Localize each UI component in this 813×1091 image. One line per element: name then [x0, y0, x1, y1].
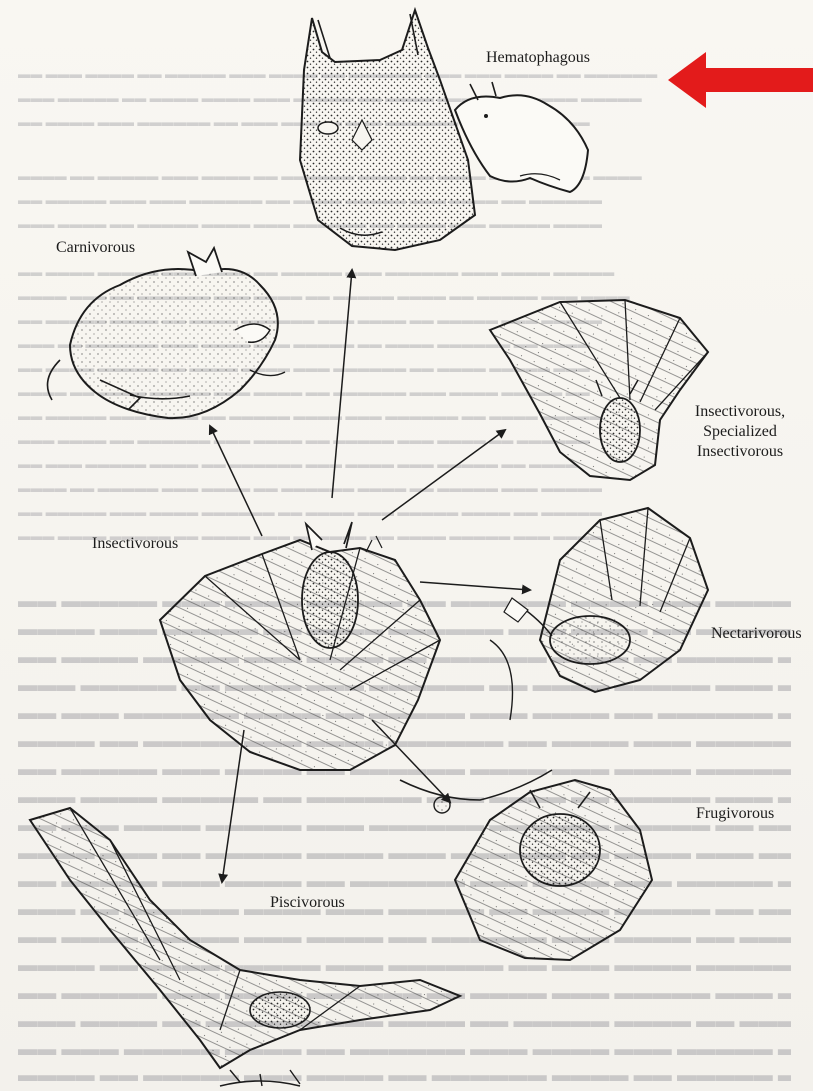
horse-head-illustration [300, 10, 475, 250]
label-piscivorous: Piscivorous [270, 893, 345, 913]
label-nectarivorous: Nectarivorous [711, 624, 802, 644]
label-carnivorous: Carnivorous [56, 238, 135, 258]
label-insectivorous: Insectivorous [92, 534, 178, 554]
arrow-to-carnivorous [210, 426, 262, 536]
arrow-to-piscivorous [222, 730, 244, 882]
specialized-insectivorous-bat-illustration [490, 300, 708, 480]
vampire-bat-illustration [455, 82, 588, 192]
arrow-to-nectarivorous [420, 582, 530, 590]
label-insectivorous-specialized: Insectivorous, Specialized Insectivorous [684, 402, 796, 462]
arrow-to-hematophagous [332, 270, 352, 498]
arrow-to-insectivorous-specialized [382, 430, 505, 520]
label-frugivorous: Frugivorous [696, 804, 774, 824]
frugivorous-bat-illustration [400, 770, 652, 960]
insectivorous-bat-illustration [160, 522, 440, 770]
label-insectivorous-specialized-line-2: Specialized [684, 422, 796, 442]
label-insectivorous-specialized-line-3: Insectivorous [684, 442, 796, 462]
arrow-to-frugivorous [372, 720, 450, 802]
red-highlight-arrow-icon [668, 52, 813, 108]
nectarivorous-bat-illustration [490, 508, 708, 720]
piscivorous-bat-illustration [30, 808, 460, 1086]
label-hematophagous: Hematophagous [486, 48, 590, 68]
label-insectivorous-specialized-line-1: Insectivorous, [684, 402, 796, 422]
carnivorous-bat-illustration [48, 248, 286, 418]
